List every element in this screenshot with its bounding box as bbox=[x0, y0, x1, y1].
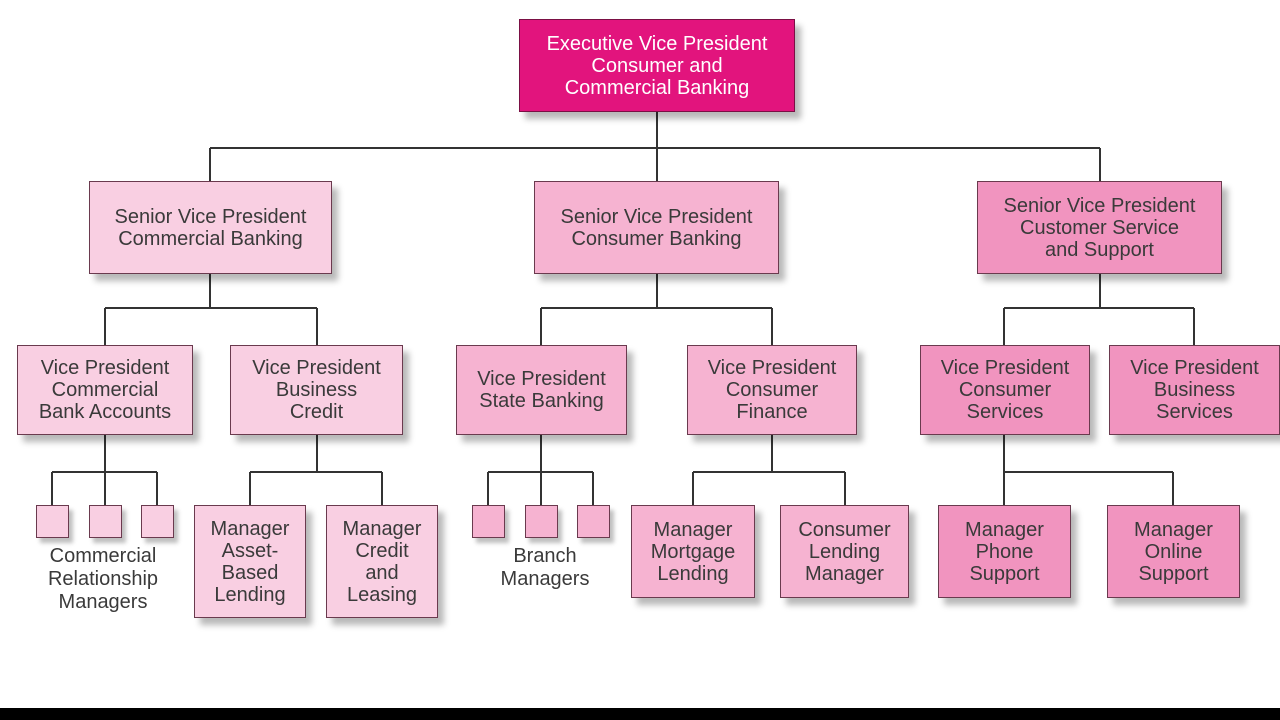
node-line: Manager bbox=[805, 562, 884, 585]
caption-line: Commercial bbox=[49, 545, 157, 567]
caption-line: Managers bbox=[58, 591, 148, 613]
node-line: Manager bbox=[965, 518, 1044, 541]
relationship-manager-box bbox=[141, 505, 174, 538]
node-line: and bbox=[365, 561, 399, 584]
node-line: State Banking bbox=[479, 390, 604, 412]
node-line: Manager bbox=[653, 518, 733, 541]
node-line: Lending bbox=[808, 540, 881, 563]
svp-consumer-banking-node: Senior Vice President Consumer Banking bbox=[534, 181, 779, 274]
manager-online-support-node: Manager Online Support bbox=[1107, 505, 1240, 598]
node-line: Senior Vice President bbox=[1003, 194, 1196, 217]
node-line: Commercial Banking bbox=[118, 227, 303, 250]
node-line: Credit bbox=[355, 539, 409, 562]
branch-manager-box bbox=[472, 505, 505, 538]
node-line: Support bbox=[969, 562, 1040, 585]
svp-commercial-banking-node: Senior Vice President Commercial Banking bbox=[89, 181, 332, 274]
node-line: Consumer and bbox=[591, 54, 723, 77]
node-line: Commercial bbox=[51, 379, 159, 401]
node-line: Consumer bbox=[725, 379, 819, 401]
node-line: Credit bbox=[289, 401, 344, 423]
caption-line: Relationship bbox=[47, 568, 159, 590]
manager-credit-and-leasing-node: Manager Credit and Leasing bbox=[326, 505, 438, 618]
vp-consumer-finance-node: Vice President Consumer Finance bbox=[687, 345, 857, 435]
branch-manager-box bbox=[525, 505, 558, 538]
node-line: Manager bbox=[210, 517, 290, 540]
node-line: Manager bbox=[1134, 518, 1213, 541]
node-line: Bank Accounts bbox=[38, 401, 172, 423]
consumer-lending-manager-node: Consumer Lending Manager bbox=[780, 505, 909, 598]
relationship-manager-box bbox=[36, 505, 69, 538]
node-line: Finance bbox=[736, 401, 808, 423]
caption-line: Branch bbox=[513, 545, 577, 567]
vp-commercial-bank-accounts-node: Vice President Commercial Bank Accounts bbox=[17, 345, 193, 435]
manager-mortgage-lending-node: Manager Mortgage Lending bbox=[631, 505, 755, 598]
node-line: Consumer Banking bbox=[571, 227, 742, 250]
manager-phone-support-node: Manager Phone Support bbox=[938, 505, 1071, 598]
node-line: Commercial Banking bbox=[564, 76, 750, 99]
caption-line: Managers bbox=[500, 568, 590, 590]
bottom-bar bbox=[0, 708, 1280, 720]
node-line: Online bbox=[1144, 540, 1203, 563]
relationship-managers-caption: Commercial Relationship Managers bbox=[12, 545, 194, 614]
node-line: and Support bbox=[1045, 238, 1154, 261]
node-line: Executive Vice President bbox=[546, 32, 768, 55]
node-line: Consumer bbox=[958, 379, 1052, 401]
node-line: Business bbox=[1153, 379, 1236, 401]
vp-business-credit-node: Vice President Business Credit bbox=[230, 345, 403, 435]
node-line: Senior Vice President bbox=[560, 205, 753, 228]
vp-consumer-services-node: Vice President Consumer Services bbox=[920, 345, 1090, 435]
node-line: Vice President bbox=[40, 357, 170, 379]
node-line: Consumer bbox=[798, 518, 891, 541]
relationship-manager-box bbox=[89, 505, 122, 538]
vp-state-banking-node: Vice President State Banking bbox=[456, 345, 627, 435]
manager-asset-based-lending-node: Manager Asset- Based Lending bbox=[194, 505, 306, 618]
node-line: Lending bbox=[214, 583, 286, 606]
node-line: Vice President bbox=[1130, 357, 1259, 379]
node-line: Vice President bbox=[252, 357, 381, 379]
node-line: Senior Vice President bbox=[114, 205, 307, 228]
node-line: Asset- bbox=[221, 539, 279, 562]
branch-manager-box bbox=[577, 505, 610, 538]
node-line: Vice President bbox=[940, 357, 1070, 379]
svp-customer-service-node: Senior Vice President Customer Service a… bbox=[977, 181, 1222, 274]
node-line: Vice President bbox=[477, 368, 606, 390]
vp-business-services-node: Vice President Business Services bbox=[1109, 345, 1280, 435]
node-line: Manager bbox=[342, 517, 422, 540]
node-line: Lending bbox=[657, 562, 729, 585]
node-line: Support bbox=[1138, 562, 1209, 585]
node-line: Services bbox=[966, 401, 1044, 423]
node-line: Leasing bbox=[346, 583, 418, 606]
node-line: Vice President bbox=[707, 357, 837, 379]
branch-managers-caption: Branch Managers bbox=[455, 545, 635, 591]
node-line: Services bbox=[1156, 401, 1233, 423]
node-line: Mortgage bbox=[650, 540, 736, 563]
node-line: Based bbox=[221, 561, 279, 584]
node-line: Business bbox=[275, 379, 358, 401]
node-line: Customer Service bbox=[1020, 216, 1179, 239]
executive-vp-node: Executive Vice President Consumer and Co… bbox=[519, 19, 795, 112]
node-line: Phone bbox=[975, 540, 1034, 563]
